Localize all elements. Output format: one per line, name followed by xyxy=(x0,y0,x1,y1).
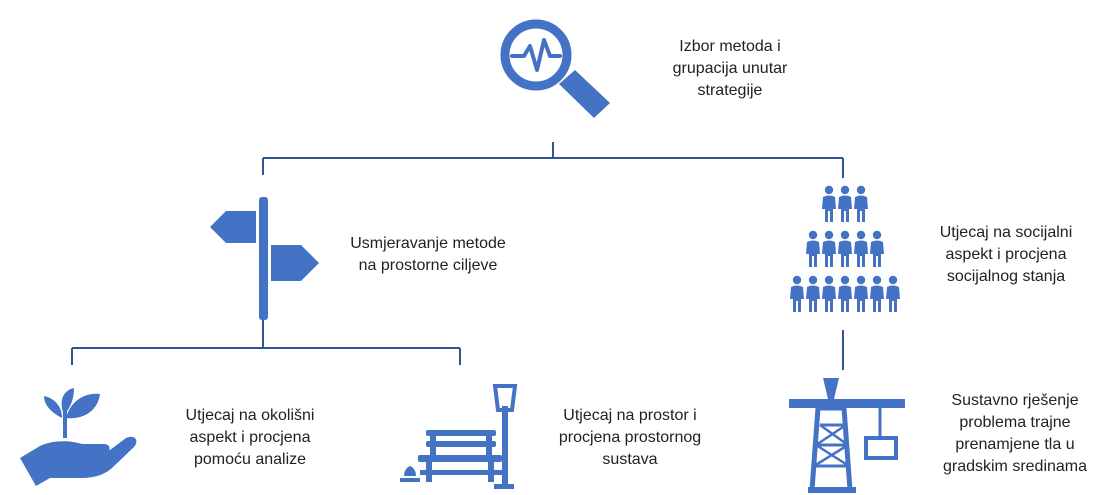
person-head xyxy=(872,275,882,285)
person-head xyxy=(824,230,834,240)
signpost-icon xyxy=(210,197,319,320)
person-head xyxy=(872,230,882,240)
person-head xyxy=(840,185,850,195)
root-node-label: Izbor metoda i grupacija unutar strategi… xyxy=(672,38,788,99)
connector-lines xyxy=(71,142,844,370)
bench-lamp-icon xyxy=(400,384,518,489)
spatial-system-label: Utjecaj na prostor i procjena prostornog… xyxy=(558,407,702,468)
person-head xyxy=(792,275,802,285)
person-body xyxy=(854,240,868,267)
magnifier-pulse-icon xyxy=(500,19,610,118)
person-body xyxy=(790,285,804,312)
person-body xyxy=(822,240,836,267)
person-head xyxy=(856,185,866,195)
person-body xyxy=(838,285,852,312)
person-body xyxy=(854,285,868,312)
person-head xyxy=(856,230,866,240)
person-head xyxy=(808,230,818,240)
person-head xyxy=(808,275,818,285)
person-head xyxy=(856,275,866,285)
person-body xyxy=(838,195,852,222)
person-head xyxy=(888,275,898,285)
people-pyramid-icon xyxy=(790,185,900,312)
person-body xyxy=(870,240,884,267)
environmental-aspect-label: Utjecaj na okolišni aspekt i procjena po… xyxy=(185,407,315,468)
person-head xyxy=(824,185,834,195)
person-body xyxy=(838,240,852,267)
person-body xyxy=(806,240,820,267)
person-body xyxy=(870,285,884,312)
hand-plant-icon xyxy=(20,388,137,486)
spatial-direction-label: Usmjeravanje metode na prostorne ciljeve xyxy=(350,235,506,274)
construction-crane-icon xyxy=(789,378,905,493)
person-head xyxy=(824,275,834,285)
person-head xyxy=(840,230,850,240)
person-body xyxy=(822,195,836,222)
person-head xyxy=(840,275,850,285)
person-body xyxy=(822,285,836,312)
person-body xyxy=(806,285,820,312)
person-body xyxy=(886,285,900,312)
systemic-solution-label: Sustavno rješenje problema trajne prenam… xyxy=(942,392,1088,475)
social-aspect-label: Utjecaj na socijalni aspekt i procjena s… xyxy=(939,224,1073,285)
person-body xyxy=(854,195,868,222)
